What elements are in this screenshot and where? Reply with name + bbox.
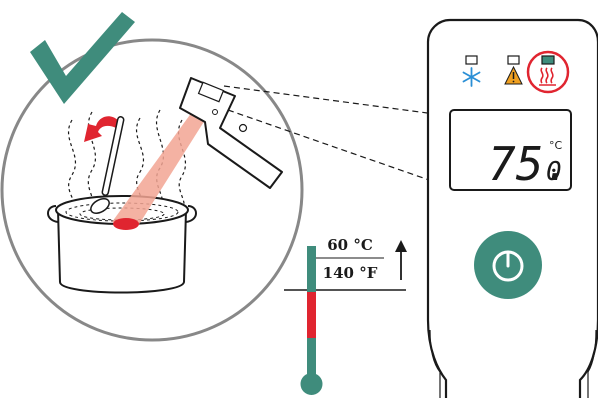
- infrared-thermometer: [179, 77, 283, 189]
- infrared-beam: [112, 112, 205, 226]
- cooking-scene: [0, 12, 304, 342]
- snowflake-icon: [462, 67, 481, 87]
- lcd-display: 75. 0 °C: [449, 109, 572, 191]
- reading-integer: 75.: [488, 137, 571, 191]
- indicator-warning: [504, 55, 523, 85]
- reading-decimal: 0: [546, 157, 562, 187]
- arrow-up-icon: [395, 240, 407, 280]
- thermometer-device: 75. 0 °C: [426, 18, 598, 398]
- stirring-spoon: [90, 116, 125, 214]
- stir-arrow-icon: [84, 116, 118, 142]
- led-heating: [541, 55, 555, 65]
- reading-unit: °C: [549, 139, 563, 152]
- callout-lines: [223, 85, 453, 189]
- power-icon: [492, 250, 524, 282]
- led-frozen: [465, 55, 478, 65]
- indicator-frozen: [462, 55, 481, 87]
- led-warning: [507, 55, 520, 65]
- checkmark-icon: [30, 12, 135, 104]
- threshold-indicator: 60 °C 140 °F: [284, 236, 407, 395]
- threshold-celsius: 60 °C: [327, 236, 373, 254]
- power-button[interactable]: [474, 231, 542, 299]
- heat-waves-icon: [539, 67, 556, 86]
- indicator-heating: [526, 50, 570, 94]
- threshold-fahrenheit: 140 °F: [323, 264, 378, 282]
- active-indicator-ring: [526, 50, 570, 94]
- measurement-spot: [113, 218, 139, 230]
- thermometer-bar-icon: [300, 246, 323, 395]
